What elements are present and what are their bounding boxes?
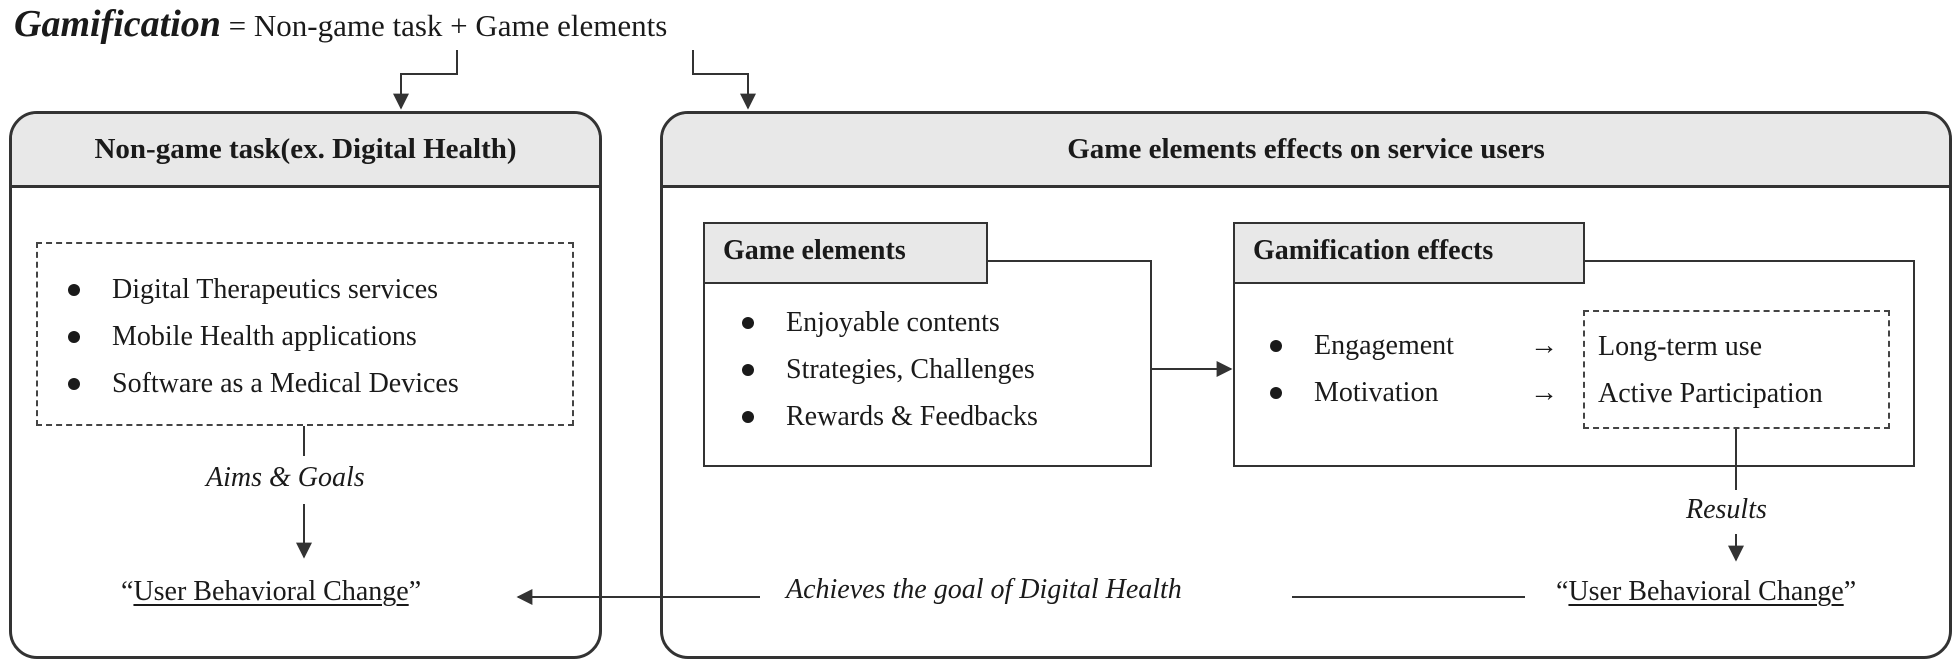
non-game-task-list: Digital Therapeutics services Mobile Hea… xyxy=(66,266,572,407)
result-item: Long-term use xyxy=(1598,331,1763,362)
list-item: Digital Therapeutics services xyxy=(66,266,572,313)
non-game-task-list-box: Digital Therapeutics services Mobile Hea… xyxy=(36,242,574,426)
game-elements-tag: Game elements xyxy=(703,222,988,284)
gamification-effects-list: Engagement Motivation xyxy=(1268,322,1454,416)
list-item: Strategies, Challenges xyxy=(740,346,1038,393)
close-quote: ” xyxy=(408,576,422,607)
close-quote: ” xyxy=(1843,576,1857,607)
equation-term-non-game-task: Non-game task xyxy=(253,8,443,43)
right-arrow-icon: → xyxy=(1530,377,1558,408)
achieves-goal-label: Achieves the goal of Digital Health xyxy=(786,574,1182,605)
list-item: Enjoyable contents xyxy=(740,299,1038,346)
equation-plus: + xyxy=(450,8,468,43)
right-user-behavioral-change: “User Behavioral Change” xyxy=(1556,576,1856,608)
aims-goals-label: Aims & Goals xyxy=(206,462,365,493)
gamification-effects-tag: Gamification effects xyxy=(1233,222,1585,284)
results-label: Results xyxy=(1686,494,1767,525)
list-item: Engagement xyxy=(1268,322,1454,369)
open-quote: “ xyxy=(121,576,134,607)
non-game-task-header: Non-game task(ex. Digital Health) xyxy=(12,114,599,188)
connector-non-game-task xyxy=(393,50,458,110)
effect-arrows: → → xyxy=(1530,322,1558,416)
result-item: Active Participation xyxy=(1598,378,1823,409)
outcome-text: User Behavioral Change xyxy=(1568,576,1844,607)
list-item: Software as a Medical Devices xyxy=(66,360,572,407)
effect-results-box: Long-term use Active Participation xyxy=(1583,310,1890,429)
list-item: Rewards & Feedbacks xyxy=(740,393,1038,440)
open-quote: “ xyxy=(1556,576,1569,607)
equation-equals: = xyxy=(228,8,247,43)
non-game-task-panel: Non-game task(ex. Digital Health) xyxy=(9,111,602,659)
outcome-text: User Behavioral Change xyxy=(133,576,409,607)
game-elements-effects-header: Game elements effects on service users xyxy=(663,114,1949,188)
list-item: Mobile Health applications xyxy=(66,313,572,360)
right-arrow-icon: → xyxy=(1530,330,1558,361)
equation-term-game-elements: Game elements xyxy=(475,8,668,43)
list-item: Motivation xyxy=(1268,369,1454,416)
game-elements-list: Enjoyable contents Strategies, Challenge… xyxy=(740,299,1038,440)
equation: Gamification = Non-game task + Game elem… xyxy=(14,0,667,48)
left-user-behavioral-change: “User Behavioral Change” xyxy=(121,576,421,608)
connector-game-elements xyxy=(692,50,756,110)
equation-title: Gamification xyxy=(14,3,221,45)
